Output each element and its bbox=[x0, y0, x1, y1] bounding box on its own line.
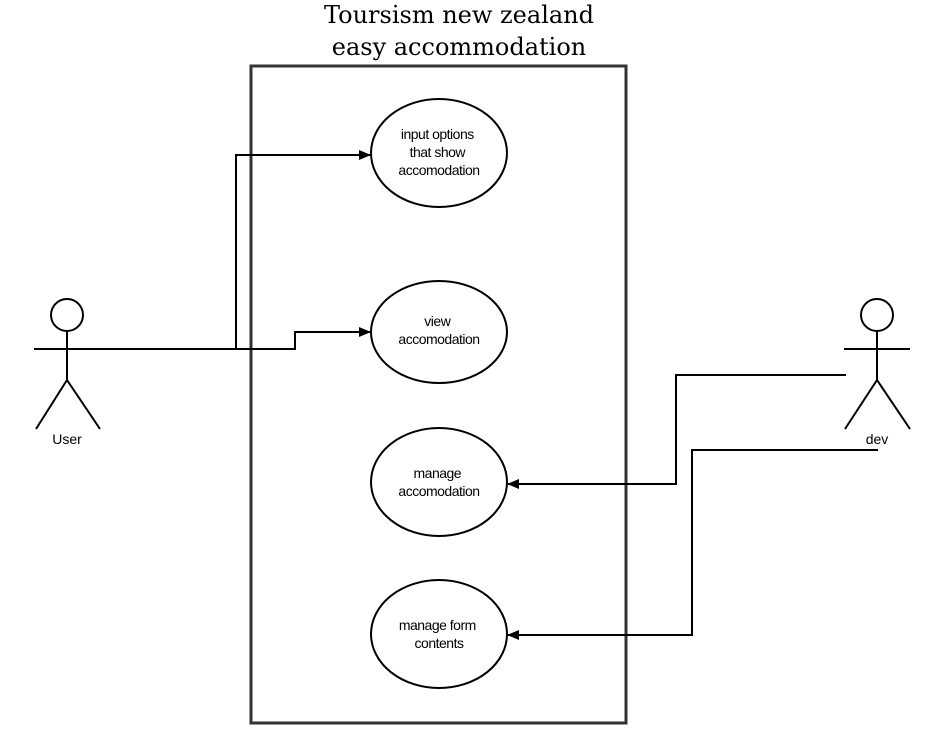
user-to-input-options-arrow bbox=[235, 150, 371, 349]
use-case-manage-accomodation-line-2: accomodation bbox=[398, 483, 479, 499]
use-case-view-accomodation-oval bbox=[370, 280, 508, 384]
use-case-input-options-line-2: that show bbox=[410, 144, 467, 160]
use-case-input-options: input options that show accomodation bbox=[370, 98, 508, 208]
use-case-view-accomodation-line-1: view bbox=[424, 313, 451, 329]
actor-dev-head bbox=[860, 298, 894, 332]
system-boundary bbox=[249, 64, 628, 725]
actor-dev-label: dev bbox=[866, 431, 889, 447]
dev-to-manage-accomodation-arrow bbox=[507, 374, 846, 489]
use-case-manage-accomodation: manage accomodation bbox=[370, 427, 508, 537]
actor-dev-right-leg bbox=[876, 379, 911, 430]
use-case-input-options-oval bbox=[370, 98, 508, 208]
use-case-input-options-line-3: accomodation bbox=[398, 162, 479, 178]
actor-dev-left-leg bbox=[844, 379, 878, 430]
actor-dev: dev bbox=[844, 298, 911, 447]
use-case-manage-accomodation-line-1: manage bbox=[414, 465, 462, 481]
use-case-manage-form-contents: manage form contents bbox=[370, 579, 508, 689]
system-title-line-2: easy accommodation bbox=[332, 33, 587, 61]
actor-user-head bbox=[50, 298, 84, 332]
use-case-manage-form-contents-label: manage form contents bbox=[399, 617, 479, 651]
system-title-line-1: Toursism new zealand bbox=[324, 1, 594, 29]
use-case-manage-form-contents-oval bbox=[370, 579, 508, 689]
actor-user-left-leg bbox=[35, 379, 68, 430]
use-case-manage-accomodation-label: manage accomodation bbox=[398, 465, 479, 499]
actor-user: User bbox=[34, 298, 101, 447]
use-case-view-accomodation-line-2: accomodation bbox=[398, 331, 479, 347]
user-to-view-accomodation-arrow bbox=[236, 327, 371, 350]
use-case-view-accomodation-label: view accomodation bbox=[398, 313, 479, 347]
use-case-input-options-line-1: input options bbox=[401, 126, 474, 142]
use-case-manage-form-contents-line-2: contents bbox=[415, 635, 464, 651]
use-case-manage-form-contents-line-1: manage form bbox=[399, 617, 476, 633]
use-case-input-options-label: input options that show accomodation bbox=[398, 126, 479, 178]
use-case-view-accomodation: view accomodation bbox=[370, 280, 508, 384]
dev-to-manage-form-arrow bbox=[507, 449, 878, 640]
actor-user-right-leg bbox=[66, 379, 101, 430]
use-case-manage-accomodation-oval bbox=[370, 427, 508, 537]
actor-user-label: User bbox=[52, 431, 82, 447]
